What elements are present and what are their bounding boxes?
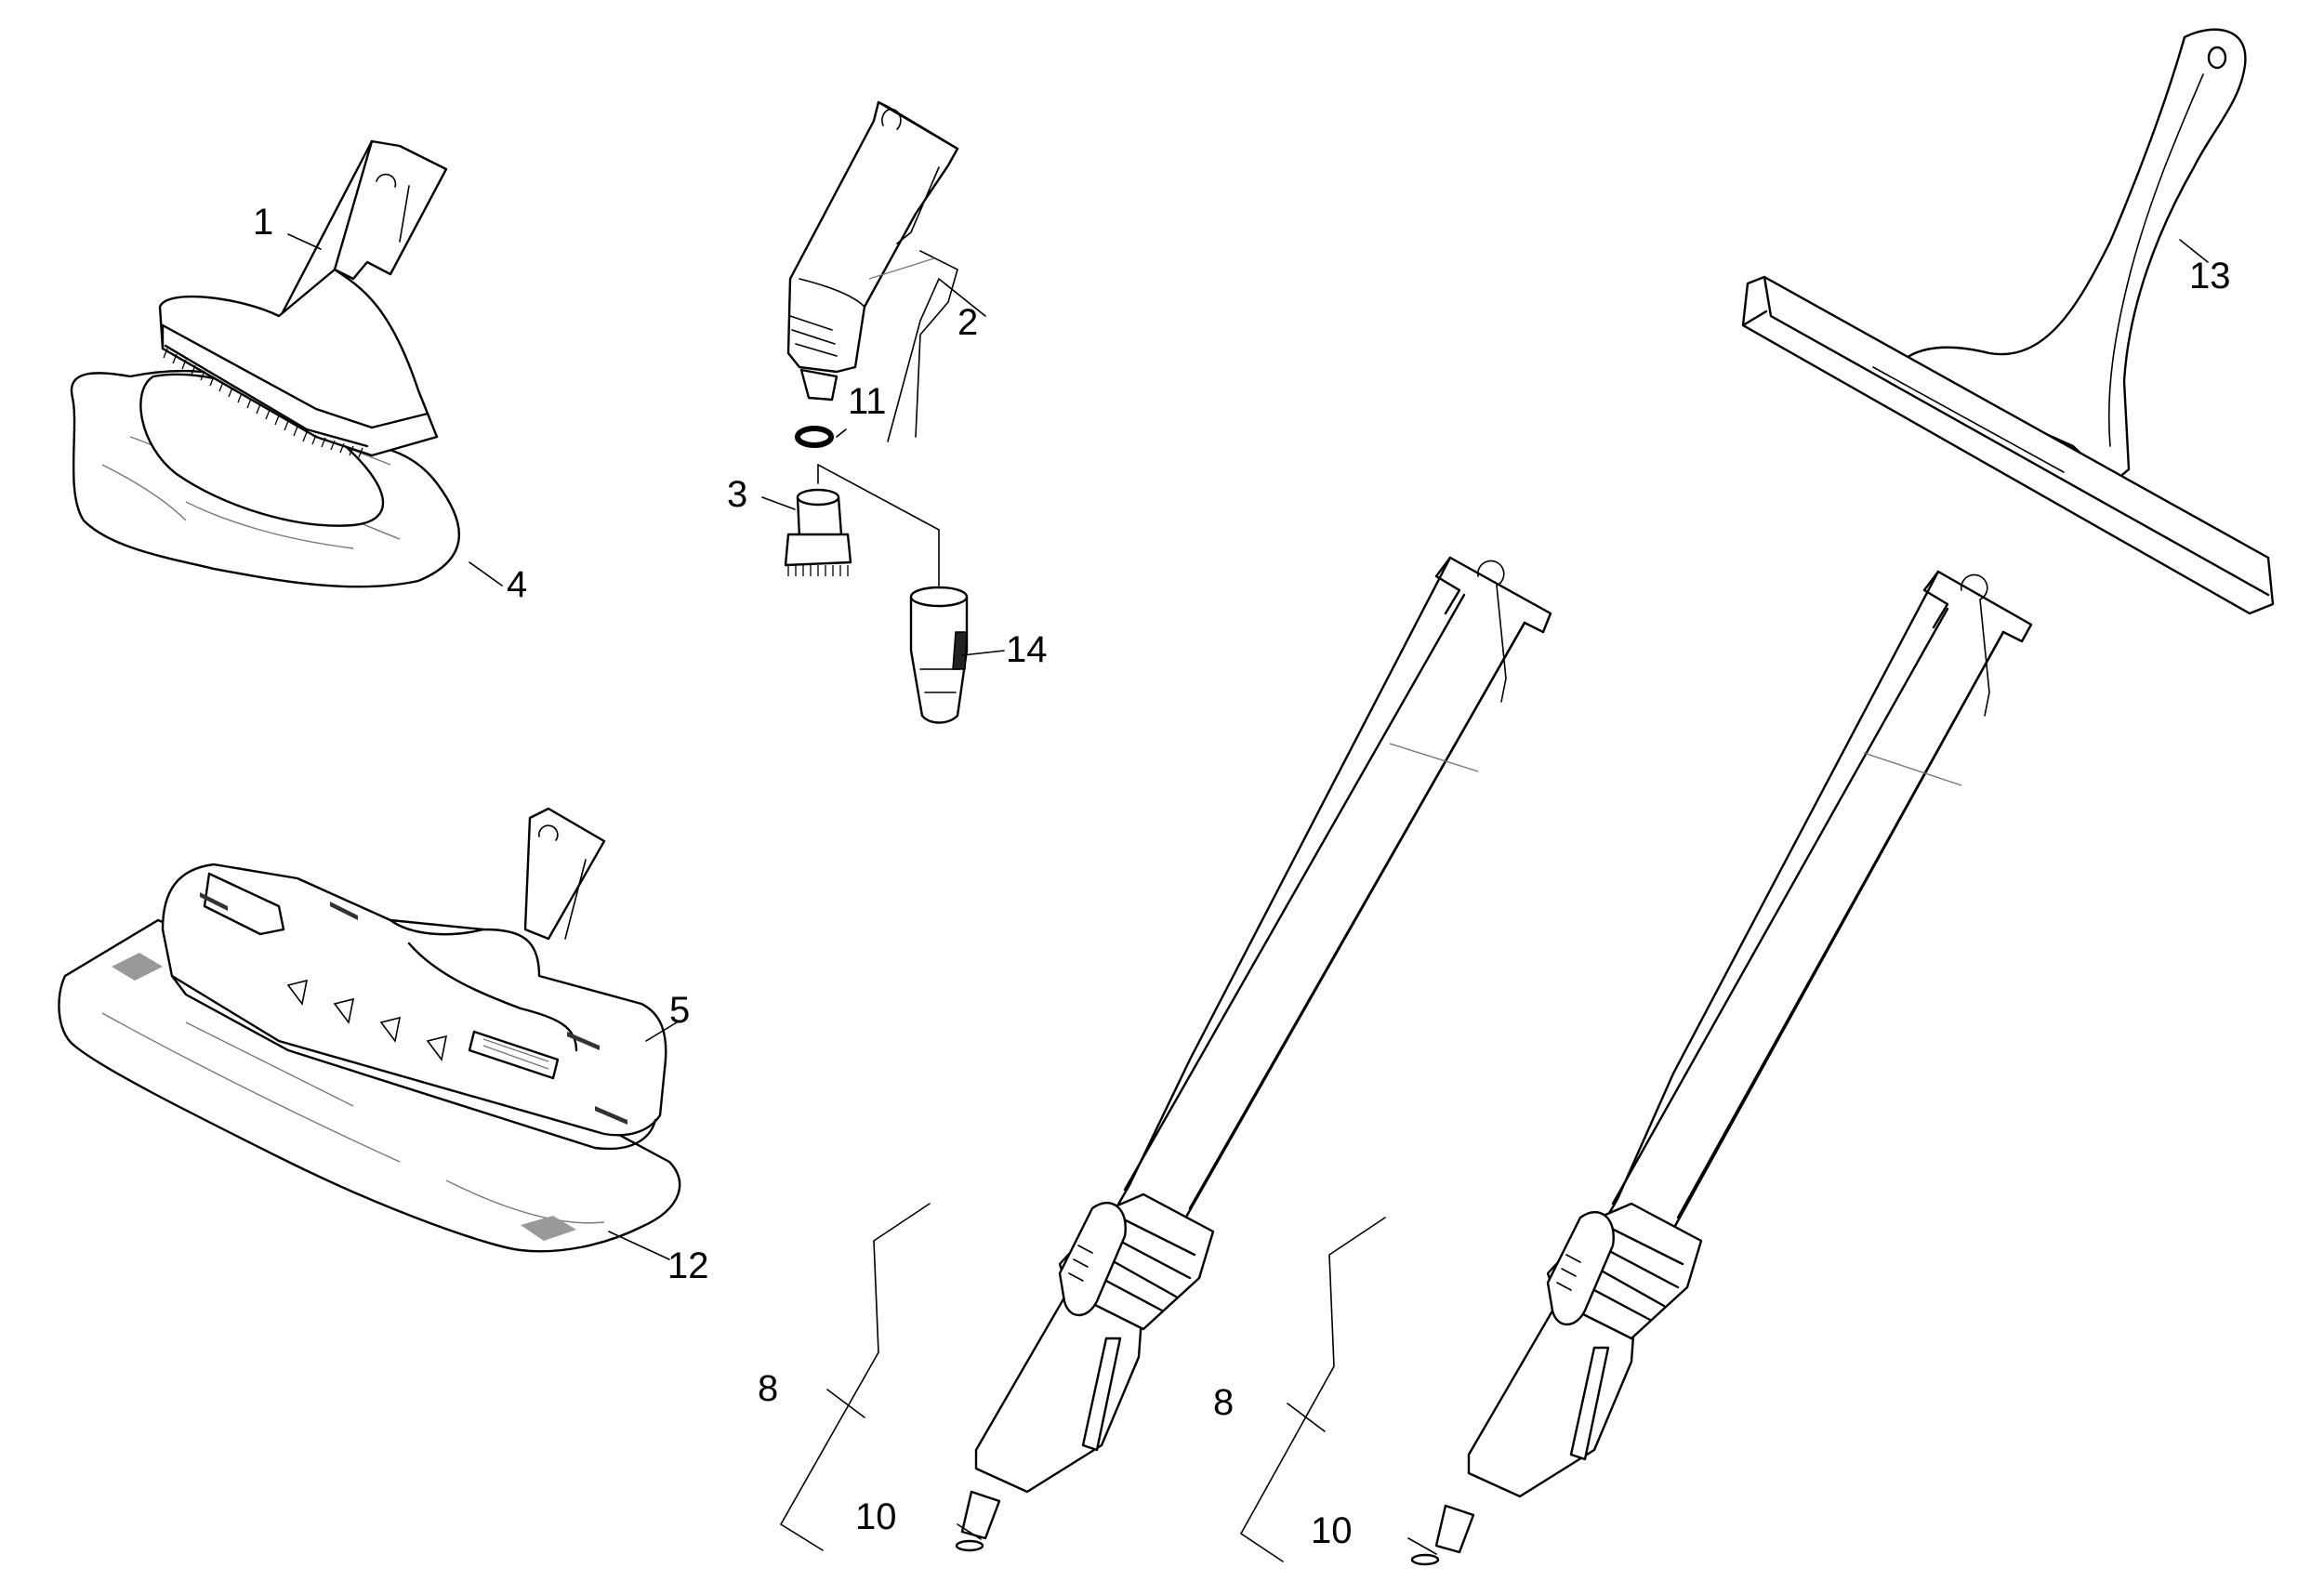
callout-3: 3 — [727, 474, 747, 515]
cloth-cover — [70, 369, 461, 588]
leader-lines — [287, 233, 2209, 1562]
power-nozzle — [817, 464, 969, 724]
extension-tube-left — [955, 556, 1552, 1552]
detail-nozzle — [786, 100, 959, 438]
callout-labels: 1 2 3 4 5 8 8 10 10 11 12 13 14 — [253, 202, 2231, 1551]
callout-13: 13 — [2189, 256, 2231, 296]
floor-cloth — [58, 918, 681, 1253]
callout-11: 11 — [848, 381, 887, 422]
floor-nozzle — [161, 807, 667, 1151]
callout-12: 12 — [667, 1245, 709, 1286]
window-nozzle — [1741, 28, 2275, 615]
o-ring — [795, 426, 834, 448]
extension-tube-right — [1410, 570, 2033, 1566]
callout-8-right: 8 — [1213, 1382, 1234, 1423]
callout-14: 14 — [1006, 629, 1048, 670]
callout-8-left: 8 — [758, 1368, 778, 1409]
callout-4: 4 — [507, 564, 527, 605]
hand-nozzle-brush — [158, 139, 448, 458]
callout-5: 5 — [669, 990, 690, 1031]
callout-2: 2 — [957, 302, 978, 343]
callout-10-right: 10 — [1311, 1510, 1353, 1551]
callout-10-left: 10 — [855, 1496, 897, 1537]
round-brush — [784, 464, 852, 576]
callout-1: 1 — [253, 202, 273, 243]
